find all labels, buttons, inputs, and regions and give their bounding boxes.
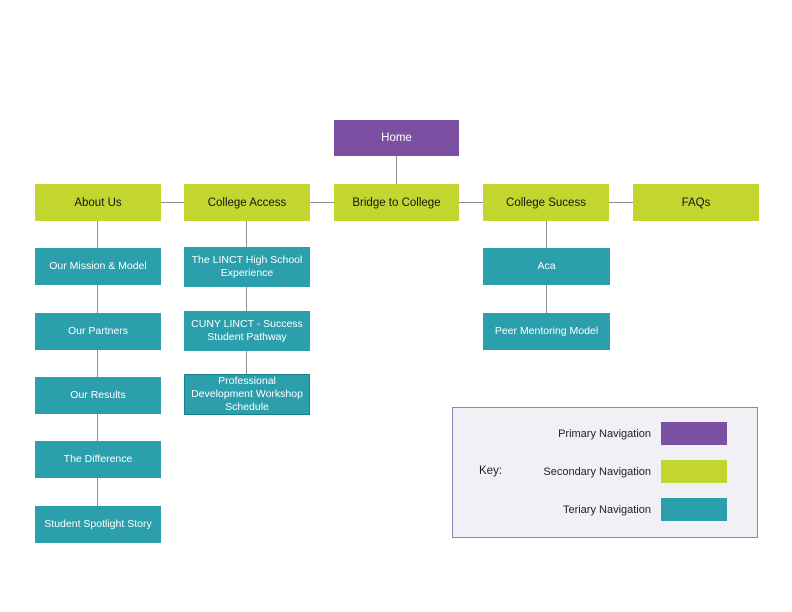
node-our-mission-model: Our Mission & Model <box>35 248 161 285</box>
connector-home-vertical <box>396 156 397 184</box>
node-college-sucess: College Sucess <box>483 184 609 221</box>
legend-row-primary: Primary Navigation <box>453 422 727 445</box>
node-aca: Aca <box>483 248 610 285</box>
legend-label-primary: Primary Navigation <box>558 427 651 440</box>
legend-row-secondary: Secondary Navigation <box>453 460 727 483</box>
legend-label-secondary: Secondary Navigation <box>543 465 651 478</box>
node-our-partners: Our Partners <box>35 313 161 350</box>
connector-row2-h2 <box>310 202 334 203</box>
connector-row2-h3 <box>459 202 483 203</box>
node-cuny-linct-success-student-pathway: CUNY LINCT - Success Student Pathway <box>184 311 310 351</box>
legend-row-tertiary: Teriary Navigation <box>453 498 727 521</box>
node-our-results: Our Results <box>35 377 161 414</box>
connector-collegeaccess-column <box>246 221 247 374</box>
legend-swatch-primary <box>661 422 727 445</box>
node-peer-mentoring-model: Peer Mentoring Model <box>483 313 610 350</box>
node-student-spotlight-story: Student Spotlight Story <box>35 506 161 543</box>
node-linct-high-school-experience: The LINCT High School Experience <box>184 247 310 287</box>
legend-label-tertiary: Teriary Navigation <box>562 503 651 516</box>
node-professional-development-workshop-schedule: Professional Development Workshop Schedu… <box>184 374 310 415</box>
node-college-access: College Access <box>184 184 310 221</box>
node-the-difference: The Difference <box>35 441 161 478</box>
legend-title: Key: <box>479 465 503 477</box>
connector-row2-h1 <box>161 202 184 203</box>
legend-swatch-tertiary <box>661 498 727 521</box>
node-bridge-to-college: Bridge to College <box>334 184 459 221</box>
connector-aboutus-column <box>97 221 98 506</box>
legend-swatch-secondary <box>661 460 727 483</box>
legend-box: Key: Primary Navigation Secondary Naviga… <box>452 407 758 538</box>
node-faqs: FAQs <box>633 184 759 221</box>
connector-row2-h4 <box>609 202 633 203</box>
node-home: Home <box>334 120 459 156</box>
node-about-us: About Us <box>35 184 161 221</box>
